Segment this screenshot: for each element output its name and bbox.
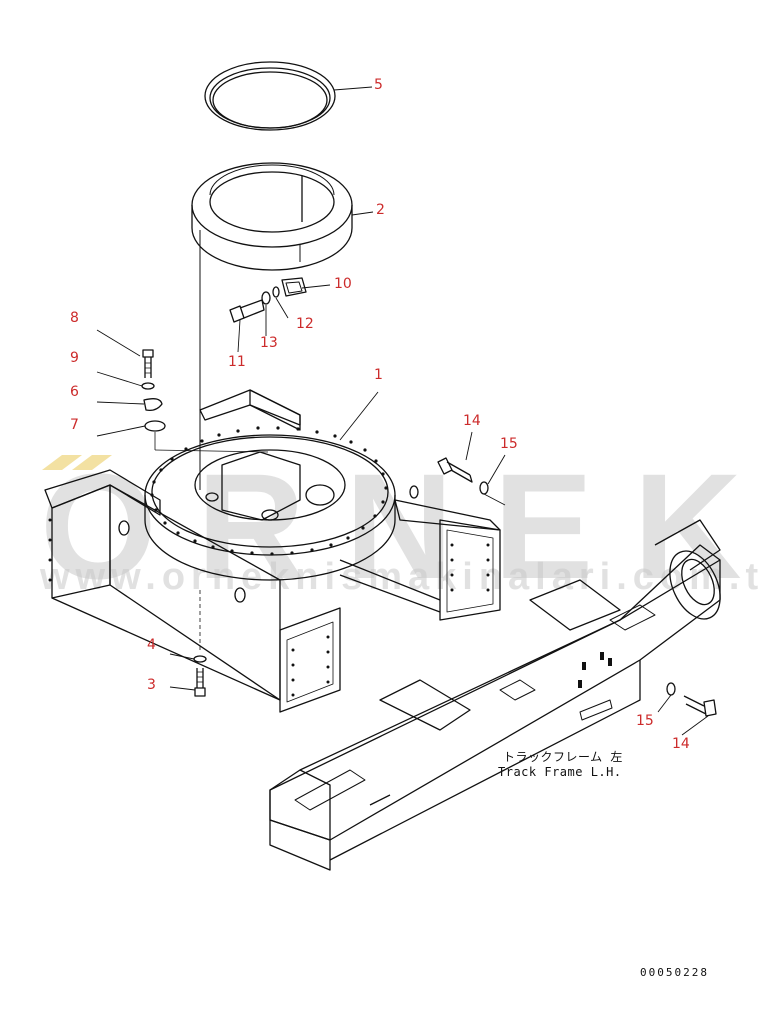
track-frame-label-english: Track Frame L.H. [498,765,622,779]
part-13-washer [261,291,271,305]
part-9-washer [141,382,155,390]
callout-10: 10 [334,276,352,292]
part-15-washer-lower [666,682,676,696]
part-4-washer [193,655,207,663]
part-14-bolt-upper [437,457,473,483]
document-number: 00050228 [640,966,709,979]
callout-15-lower: 15 [636,713,654,729]
callout-9: 9 [70,350,79,366]
leader-lines [96,86,709,736]
watermark-logo-mark [42,455,112,470]
callout-4: 4 [147,637,156,653]
callout-11: 11 [228,354,246,370]
callout-13: 13 [260,335,278,351]
part-8-bolt [142,349,154,378]
callout-2: 2 [376,202,385,218]
callout-5: 5 [374,77,383,93]
part-5-seal-ring [204,61,336,131]
part-15-washer-upper [479,481,489,495]
part-1-center-frame [44,389,501,713]
callout-6: 6 [70,384,79,400]
track-frame-lh [269,519,721,871]
callout-12: 12 [296,316,314,332]
callout-7: 7 [70,417,79,433]
part-11-bolt [229,299,265,323]
part-2-swing-ring [191,162,353,490]
part-12-washer [272,286,280,298]
callout-3: 3 [147,677,156,693]
callout-1: 1 [374,367,383,383]
callout-14-lower: 14 [672,736,690,752]
part-3-bolt [194,668,206,697]
part-14-bolt-lower [683,695,717,717]
callout-14-upper: 14 [463,413,481,429]
end-plate-holes [48,518,490,697]
part-7-o-ring [144,420,166,432]
part-10-cover [281,277,307,297]
callout-8: 8 [70,310,79,326]
part-6-cap [143,398,163,412]
callout-15-upper: 15 [500,436,518,452]
track-frame-label-japanese: トラックフレーム 左 [503,750,623,764]
flange-bolt-holes [150,426,388,556]
